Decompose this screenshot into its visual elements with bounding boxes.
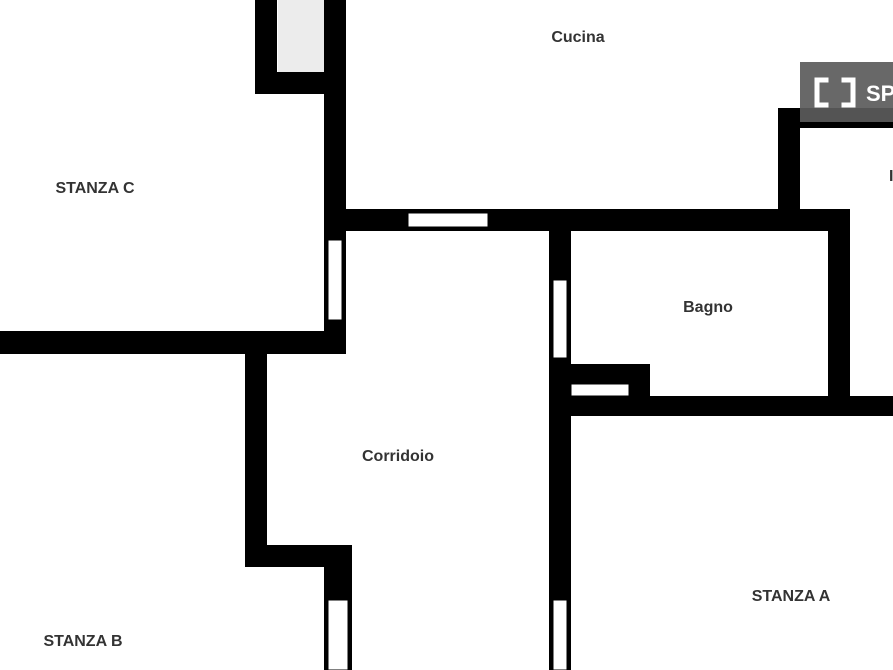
wall: [0, 331, 346, 354]
bracket-frame-icon: [814, 77, 856, 108]
wall: [549, 364, 650, 384]
wall: [245, 331, 267, 565]
watermark-logo: SP: [800, 62, 893, 122]
wall: [255, 0, 277, 92]
wall: [255, 72, 345, 94]
wall: [828, 209, 850, 415]
wall: [324, 209, 850, 231]
room-label-stanza-b: STANZA B: [43, 633, 122, 650]
doors: [327, 212, 630, 670]
wall: [778, 108, 800, 218]
wall: [549, 396, 893, 416]
door-opening: [570, 383, 630, 397]
door-opening: [327, 239, 343, 321]
room-label-stanza-c: STANZA C: [55, 180, 135, 197]
room-label-partial: I: [889, 168, 893, 185]
closet-floor: [278, 0, 324, 72]
room-label-kitchen: Cucina: [551, 29, 604, 46]
room-label-corridor: Corridoio: [362, 448, 434, 465]
door-opening: [552, 279, 568, 359]
door-opening: [407, 212, 489, 228]
room-labels: Cucina STANZA C Bagno Corridoio STANZA A…: [43, 29, 893, 650]
door-opening: [552, 599, 568, 670]
watermark-text: SP: [866, 81, 893, 106]
door-opening: [327, 599, 349, 670]
room-label-bathroom: Bagno: [683, 299, 733, 316]
room-label-stanza-a: STANZA A: [752, 588, 831, 605]
